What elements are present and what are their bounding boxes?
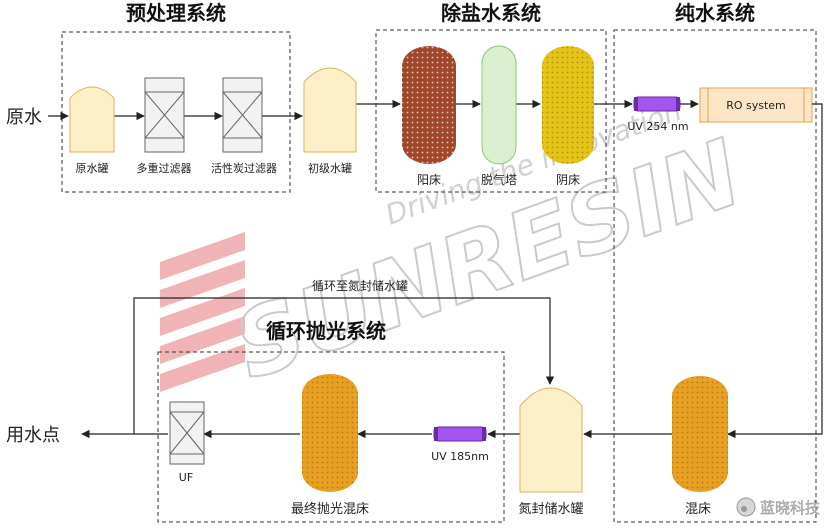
ro-system: RO system (699, 87, 813, 123)
loop-label: 循环至氮封储水罐 (312, 278, 408, 293)
final-mixed-bed: 最终抛光混床 (291, 374, 369, 517)
n2-storage-tank: 氮封储水罐 (518, 387, 584, 517)
pure-water-box (613, 29, 817, 523)
uf-filter: UF (169, 401, 205, 484)
uf-label: UF (179, 471, 193, 484)
degasser: 脱气塔 (481, 45, 517, 187)
uv185-label: UV 185nm (431, 450, 489, 463)
primary-tank: 初级水罐 (303, 67, 357, 175)
multimedia-filter-label: 多重过滤器 (137, 161, 192, 175)
top-flow-lines (48, 99, 699, 121)
cation-bed-label: 阳床 (417, 173, 441, 187)
degasser-label: 脱气塔 (481, 172, 517, 187)
weibo-label: 蓝晓科技 (760, 499, 820, 517)
use-point-label: 用水点 (6, 425, 60, 446)
bottom-flow-lines (81, 297, 672, 439)
mixed-bed-label: 混床 (685, 502, 711, 517)
carbon-filter-label: 活性炭过滤器 (211, 161, 277, 175)
uv254-lamp: UV 254 nm (627, 96, 689, 133)
raw-water-label: 原水 (6, 107, 42, 128)
uv185-lamp: UV 185nm (431, 426, 489, 463)
n2-tank-label: 氮封储水罐 (518, 502, 583, 517)
anion-bed-label: 阴床 (556, 173, 580, 187)
pretreatment-title: 预处理系统 (126, 1, 226, 25)
carbon-filter: 活性炭过滤器 (211, 77, 277, 175)
uv254-label: UV 254 nm (627, 120, 688, 133)
cation-bed: 阳床 (402, 46, 456, 187)
polishing-box (157, 351, 505, 523)
polishing-title: 循环抛光系统 (266, 319, 386, 343)
raw-tank: 原水罐 (69, 86, 115, 175)
desalination-title: 除盐水系统 (441, 1, 541, 25)
weibo-watermark: 蓝晓科技 (736, 497, 820, 517)
pure-water-title: 纯水系统 (675, 1, 755, 25)
anion-bed: 阴床 (542, 46, 594, 187)
multimedia-filter: 多重过滤器 (137, 77, 192, 175)
primary-tank-label: 初级水罐 (308, 161, 352, 175)
desalination-box (375, 29, 607, 193)
mixed-bed: 混床 (672, 376, 728, 517)
final-mixed-bed-label: 最终抛光混床 (291, 501, 369, 517)
raw-tank-label: 原水罐 (76, 162, 109, 175)
ro-label: RO system (726, 99, 786, 112)
ro-to-mixed-bed-line (727, 103, 823, 439)
